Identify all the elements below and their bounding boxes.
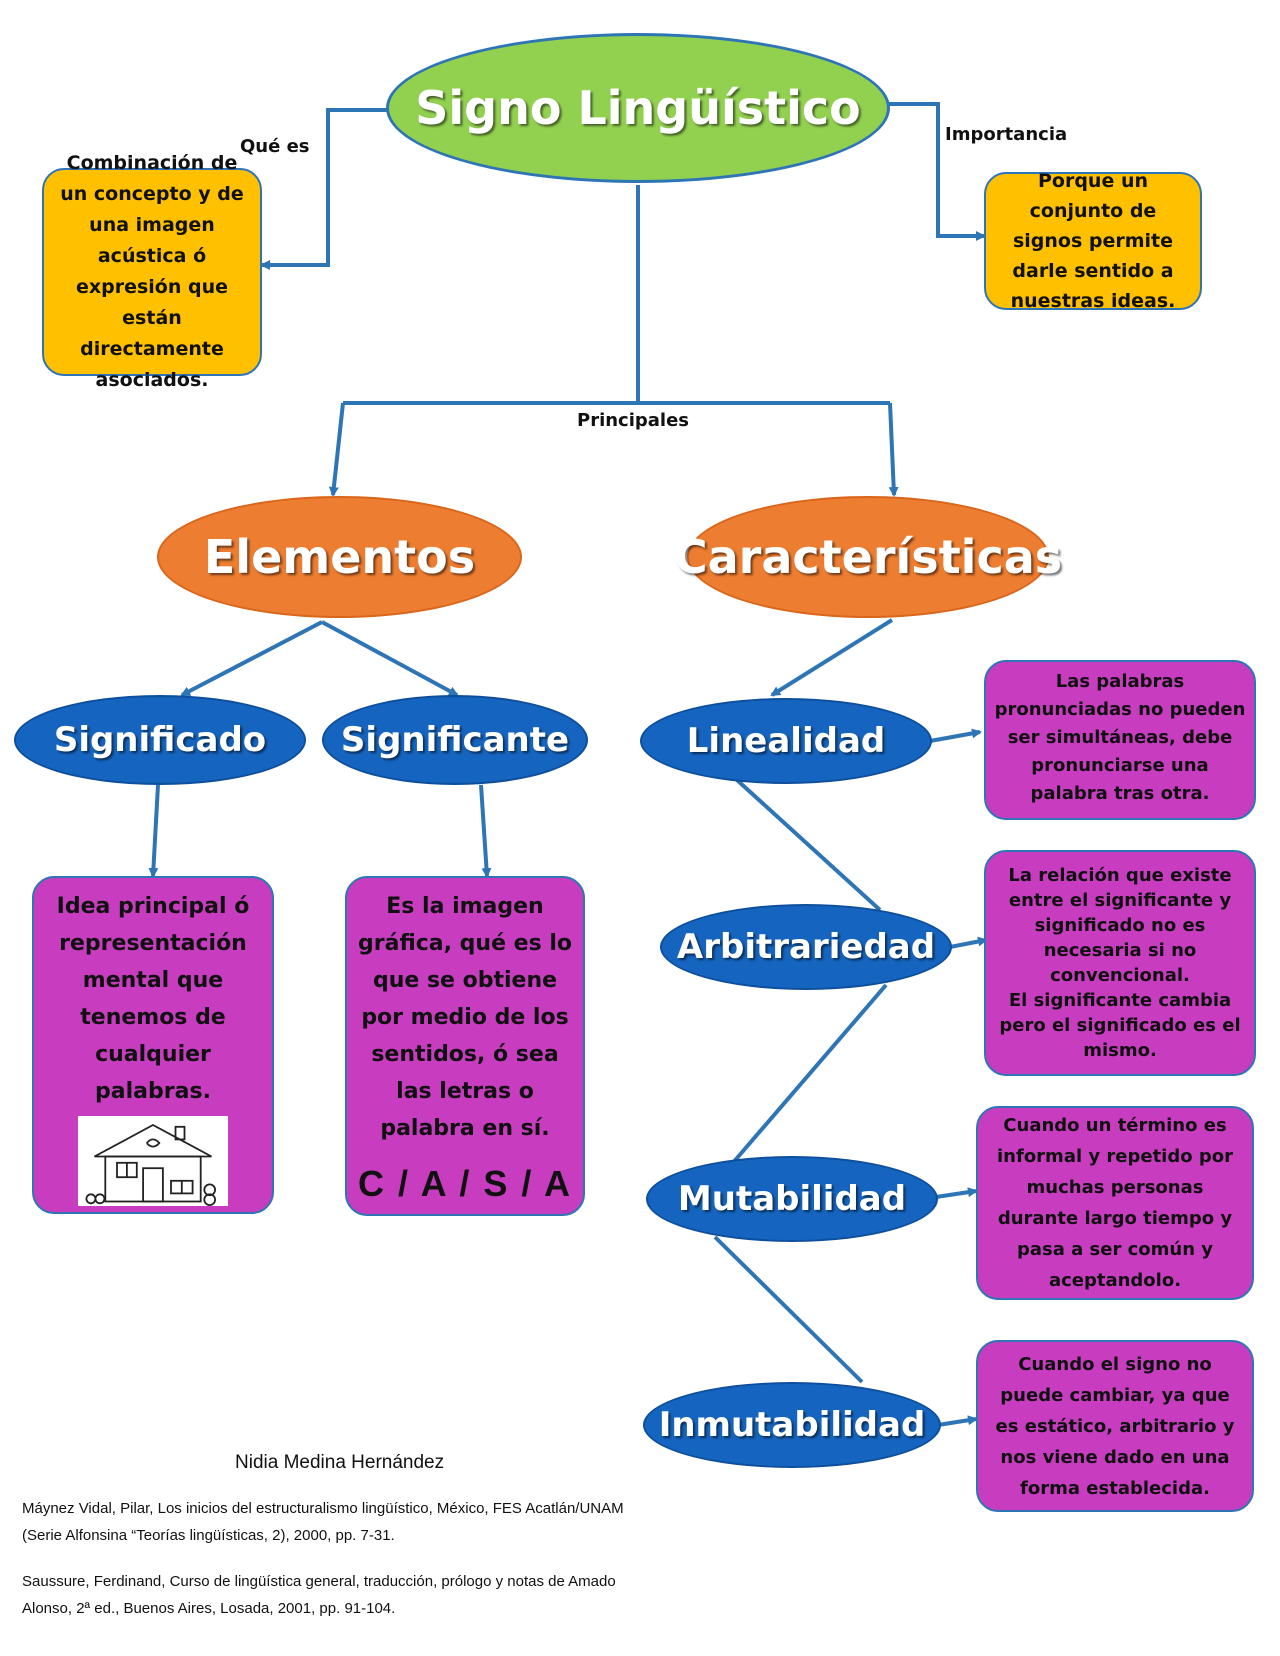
significado-text: Idea principal ó representación mental q… — [56, 894, 250, 1104]
significado-label: Significado — [53, 720, 267, 760]
linealidad-ellipse: Linealidad — [640, 698, 932, 784]
linealidad-text: Las palabras pronunciadas no pueden ser … — [994, 671, 1246, 804]
significado-box: Idea principal ó representación mental q… — [32, 876, 274, 1214]
arbitrariedad-box: La relación que existe entre el signific… — [984, 850, 1256, 1076]
author-name: Nidia Medina Hernández — [235, 1452, 445, 1473]
significante-label: Significante — [340, 720, 570, 760]
reference-1: Máynez Vidal, Pilar, Los inicios del est… — [22, 1500, 624, 1544]
inmutabilidad-ellipse: Inmutabilidad — [643, 1382, 941, 1468]
inmutabilidad-label: Inmutabilidad — [658, 1405, 926, 1445]
importance-box: Porque un conjunto de signos permite dar… — [984, 170, 1202, 312]
reference-2: Saussure, Ferdinand, Curso de lingüístic… — [22, 1573, 616, 1617]
arbitrariedad-text-2: El significante cambia pero el significa… — [999, 990, 1241, 1061]
caracteristicas-title: Características — [673, 530, 1063, 584]
house-illustration — [78, 1116, 228, 1206]
title-ellipse: Signo Lingüístico — [386, 33, 890, 183]
casa-example: C / A / S / A — [357, 1163, 572, 1204]
label-que-es: Qué es — [240, 136, 310, 157]
inmutabilidad-box: Cuando el signo no puede cambiar, ya que… — [976, 1340, 1254, 1512]
arbitrariedad-ellipse: Arbitrariedad — [660, 904, 952, 990]
definition-text: Combinación de un concepto y de una imag… — [60, 152, 244, 391]
elementos-title: Elementos — [203, 530, 476, 584]
label-principales: Principales — [577, 410, 690, 431]
significante-ellipse: Significante — [322, 695, 588, 785]
definition-box: Combinación de un concepto y de una imag… — [42, 152, 262, 391]
significado-ellipse: Significado — [14, 695, 306, 785]
mutabilidad-box: Cuando un término es informal y repetido… — [976, 1106, 1254, 1300]
diagram-title: Signo Lingüístico — [415, 81, 861, 135]
importance-text: Porque un conjunto de signos permite dar… — [1010, 170, 1176, 312]
mutabilidad-ellipse: Mutabilidad — [646, 1156, 938, 1242]
significante-text: Es la imagen gráfica, qué es lo que se o… — [358, 894, 572, 1141]
elementos-ellipse: Elementos — [157, 496, 522, 618]
caracteristicas-ellipse: Características — [674, 496, 1062, 618]
inmutabilidad-text: Cuando el signo no puede cambiar, ya que… — [995, 1353, 1235, 1499]
arbitrariedad-label: Arbitrariedad — [676, 927, 936, 967]
significante-box: Es la imagen gráfica, qué es lo que se o… — [345, 876, 585, 1216]
arbitrariedad-text: La relación que existe entre el signific… — [1008, 865, 1232, 986]
linealidad-label: Linealidad — [686, 721, 886, 761]
label-importancia: Importancia — [945, 124, 1068, 145]
linealidad-box: Las palabras pronunciadas no pueden ser … — [984, 660, 1256, 820]
mutabilidad-text: Cuando un término es informal y repetido… — [997, 1115, 1233, 1291]
mutabilidad-label: Mutabilidad — [677, 1179, 907, 1219]
